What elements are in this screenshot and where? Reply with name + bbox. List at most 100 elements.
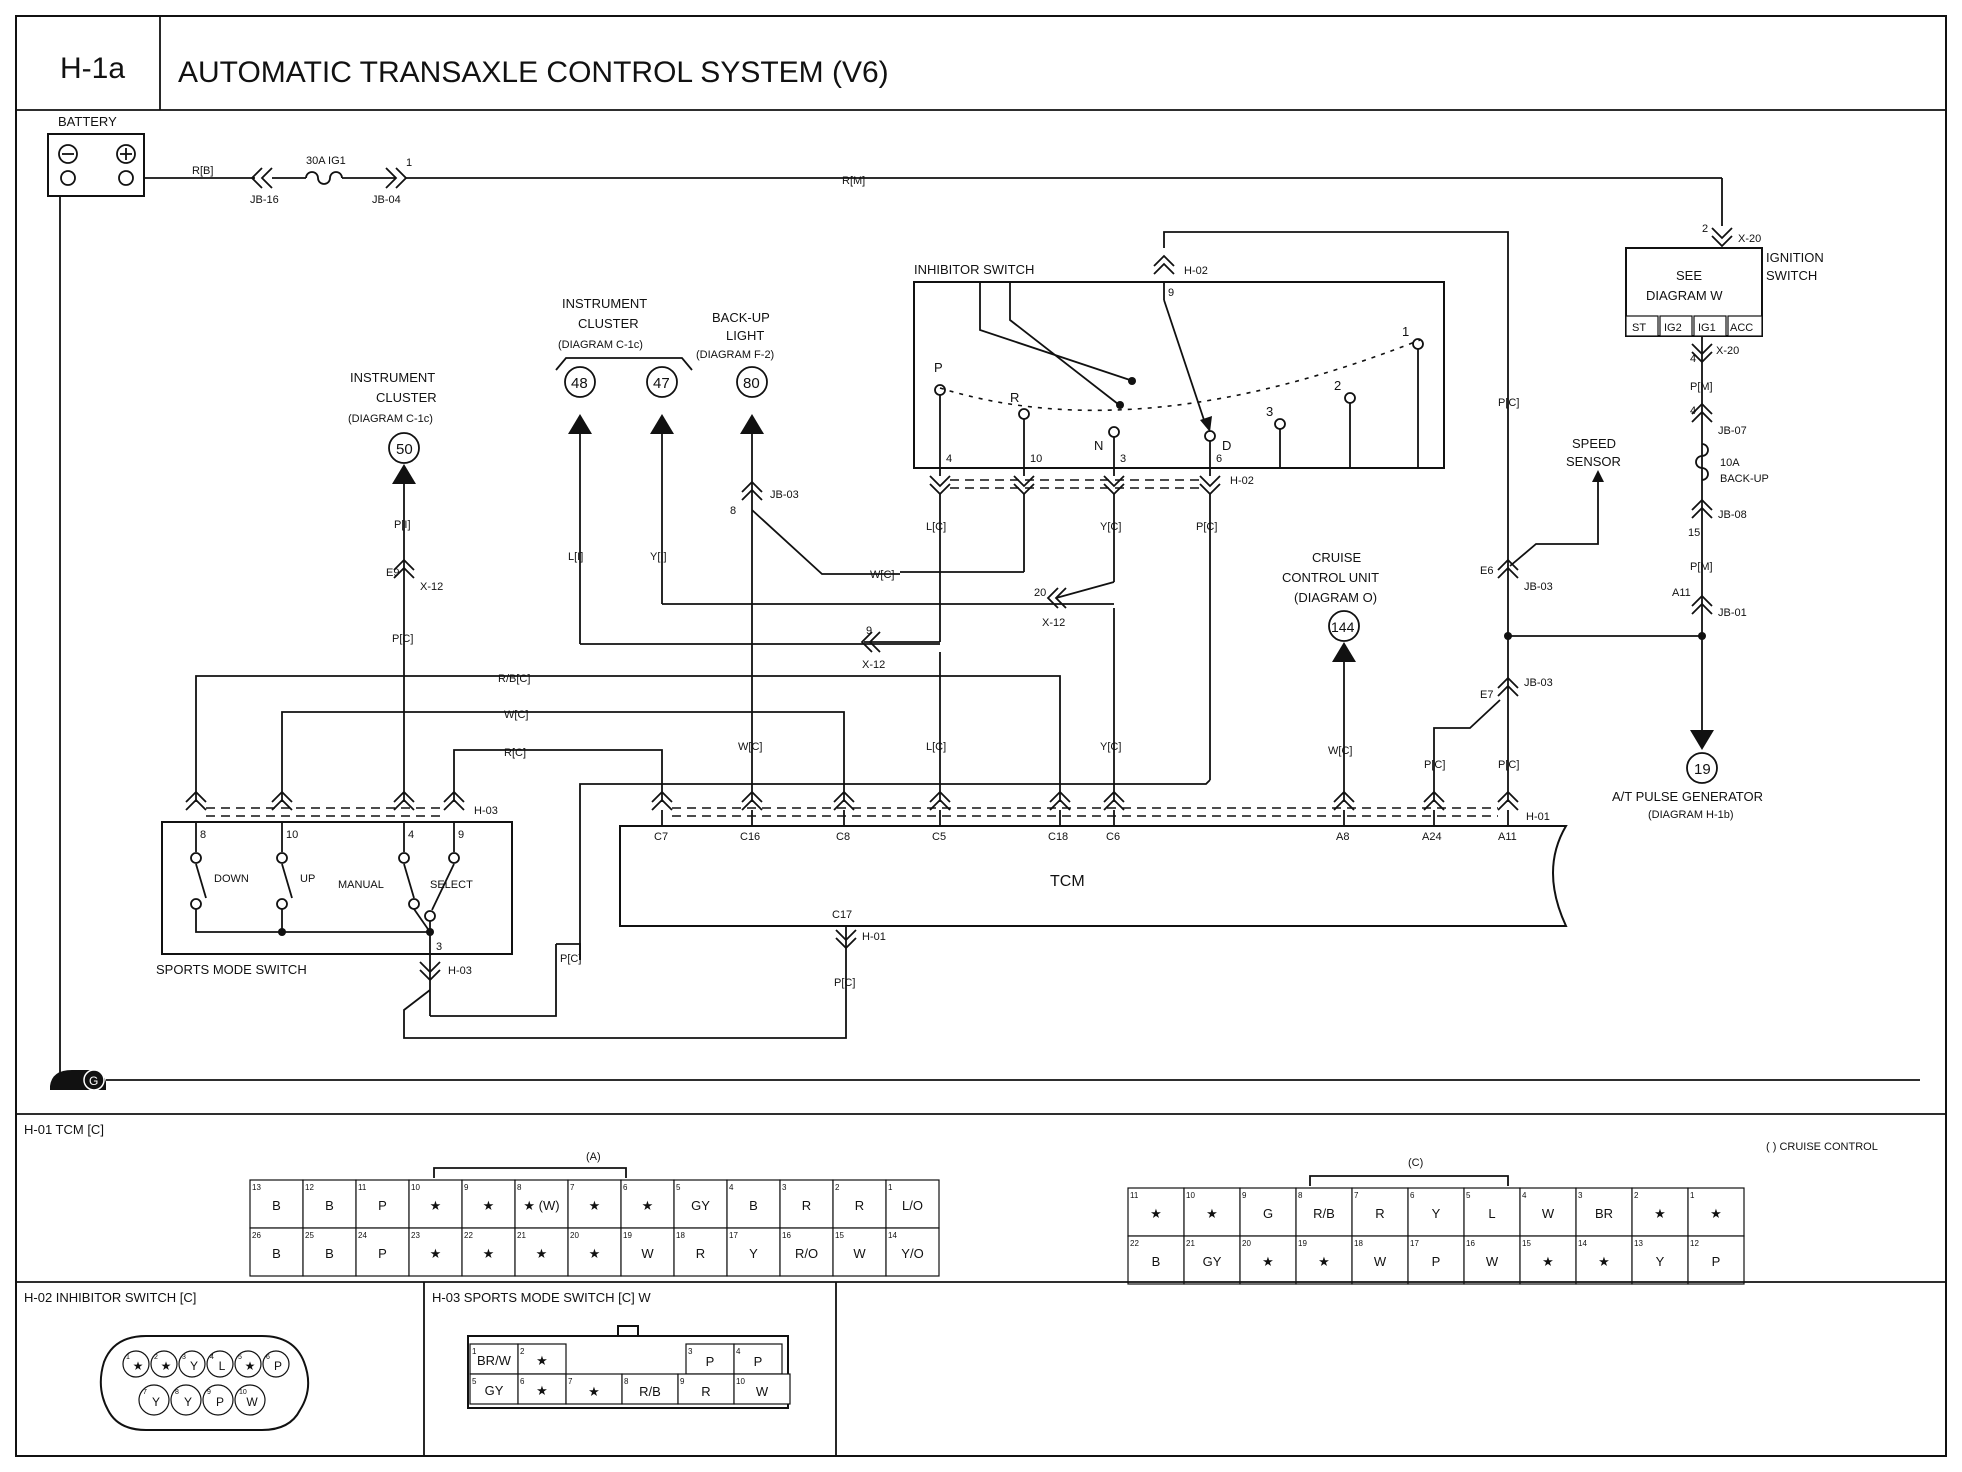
svg-text:Y: Y xyxy=(749,1246,758,1261)
svg-text:SENSOR: SENSOR xyxy=(1566,454,1621,469)
svg-text:1: 1 xyxy=(472,1347,477,1356)
svg-text:GY: GY xyxy=(1203,1254,1222,1269)
connector-pin: 1BR/W xyxy=(469,1343,519,1375)
jb07-label: JB-07 xyxy=(1718,425,1747,437)
svg-text:10: 10 xyxy=(1030,453,1042,465)
connector-pin: 6★ xyxy=(620,1179,675,1229)
svg-text:C6: C6 xyxy=(1106,831,1120,843)
svg-text:X-12: X-12 xyxy=(1042,617,1065,629)
inhibitor-switch-label: INHIBITOR SWITCH xyxy=(914,262,1034,277)
svg-text:9: 9 xyxy=(464,1183,469,1192)
ignition-positions: ST IG2 IG1 ACC xyxy=(1625,315,1763,337)
svg-text:IG1: IG1 xyxy=(1698,322,1716,334)
svg-text:P[M]: P[M] xyxy=(1690,381,1713,393)
svg-text:A11: A11 xyxy=(1498,831,1517,843)
svg-text:BR: BR xyxy=(1595,1206,1613,1221)
svg-text:★: ★ xyxy=(589,1198,601,1213)
svg-text:9: 9 xyxy=(207,1389,211,1396)
svg-text:Y[I]: Y[I] xyxy=(650,551,667,563)
connector-pin: 5L xyxy=(1463,1187,1521,1237)
svg-text:P[C]: P[C] xyxy=(1498,759,1519,771)
svg-text:P: P xyxy=(754,1354,763,1369)
svg-text:P[C]: P[C] xyxy=(1498,397,1519,409)
svg-text:15: 15 xyxy=(835,1231,844,1240)
connector-pin: 13Y xyxy=(1631,1235,1689,1285)
connector-pin: 4P xyxy=(733,1343,783,1375)
svg-text:3: 3 xyxy=(688,1347,693,1356)
svg-text:Y: Y xyxy=(1656,1254,1665,1269)
fuse-10a-backup xyxy=(1695,443,1709,481)
svg-text:DIAGRAM W: DIAGRAM W xyxy=(1646,288,1723,303)
svg-text:C7: C7 xyxy=(654,831,668,843)
svg-text:X-12: X-12 xyxy=(862,659,885,671)
cruise-note: ( ) CRUISE CONTROL xyxy=(1766,1141,1878,1153)
jb01-label: JB-01 xyxy=(1718,607,1747,619)
svg-text:SWITCH: SWITCH xyxy=(1766,268,1817,283)
svg-text:2: 2 xyxy=(1334,378,1341,393)
fuse-30a-label: 30A IG1 xyxy=(306,155,346,167)
svg-text:16: 16 xyxy=(782,1231,791,1240)
svg-text:2: 2 xyxy=(1702,223,1708,235)
svg-text:ST: ST xyxy=(1632,322,1646,334)
connector-pin: 16R/O xyxy=(779,1227,834,1277)
svg-text:SEE: SEE xyxy=(1676,268,1702,283)
svg-text:CONTROL UNIT: CONTROL UNIT xyxy=(1282,570,1379,585)
connector-pin: 10W xyxy=(234,1384,266,1416)
ignition-switch-label: IGNITION xyxy=(1766,250,1824,265)
connector-pin: 17P xyxy=(1407,1235,1465,1285)
svg-text:4: 4 xyxy=(946,453,952,465)
svg-text:W: W xyxy=(1374,1254,1387,1269)
svg-text:2: 2 xyxy=(154,1354,158,1361)
connector-pin: 14Y/O xyxy=(885,1227,940,1277)
connector-pin: 21★ xyxy=(514,1227,569,1277)
svg-text:4: 4 xyxy=(210,1354,214,1361)
svg-text:W[C]: W[C] xyxy=(504,709,528,721)
connector-pin: 4B xyxy=(726,1179,781,1229)
svg-text:E7: E7 xyxy=(1480,689,1493,701)
connector-pin: 24P xyxy=(355,1227,410,1277)
svg-text:L: L xyxy=(1488,1206,1495,1221)
svg-text:R/B: R/B xyxy=(1313,1206,1335,1221)
svg-text:14: 14 xyxy=(1578,1239,1587,1248)
connector-pin: 18W xyxy=(1351,1235,1409,1285)
svg-text:L/O: L/O xyxy=(902,1198,923,1213)
svg-text:B: B xyxy=(1152,1254,1161,1269)
connector-pin: 7Y xyxy=(138,1384,170,1416)
svg-text:13: 13 xyxy=(252,1183,261,1192)
svg-text:Y: Y xyxy=(1432,1206,1441,1221)
svg-text:4: 4 xyxy=(1690,353,1696,365)
svg-text:JB-03: JB-03 xyxy=(770,489,799,501)
svg-text:P: P xyxy=(934,360,943,375)
svg-text:Y/O: Y/O xyxy=(901,1246,923,1261)
svg-text:B: B xyxy=(272,1198,281,1213)
h03-title: H-03 SPORTS MODE SWITCH [C] W xyxy=(432,1290,651,1305)
connector-pin: 1★ xyxy=(122,1350,150,1378)
svg-text:9: 9 xyxy=(680,1377,685,1386)
ref-48 xyxy=(564,366,596,398)
svg-text:JB-03: JB-03 xyxy=(1524,677,1553,689)
svg-text:C8: C8 xyxy=(836,831,850,843)
svg-text:★: ★ xyxy=(1262,1254,1274,1269)
svg-text:17: 17 xyxy=(1410,1239,1419,1248)
svg-text:W[C]: W[C] xyxy=(738,741,762,753)
svg-text:6: 6 xyxy=(266,1354,270,1361)
connector-pin: 19★ xyxy=(1295,1235,1353,1285)
svg-text:22: 22 xyxy=(1130,1239,1139,1248)
svg-text:9: 9 xyxy=(458,829,464,841)
svg-text:19: 19 xyxy=(623,1231,632,1240)
svg-text:15: 15 xyxy=(1688,527,1700,539)
svg-text:1: 1 xyxy=(1402,324,1409,339)
connector-pin: 13B xyxy=(249,1179,304,1229)
svg-text:P: P xyxy=(378,1198,387,1213)
pulse-gen-ref xyxy=(1686,752,1718,784)
svg-text:JB-03: JB-03 xyxy=(1524,581,1553,593)
svg-text:4: 4 xyxy=(1522,1191,1527,1200)
svg-text:R: R xyxy=(1010,390,1019,405)
svg-text:P[C]: P[C] xyxy=(1196,521,1217,533)
svg-text:★: ★ xyxy=(1710,1206,1722,1221)
svg-text:3: 3 xyxy=(1266,404,1273,419)
svg-text:GY: GY xyxy=(691,1198,710,1213)
svg-text:X-20: X-20 xyxy=(1716,345,1739,357)
